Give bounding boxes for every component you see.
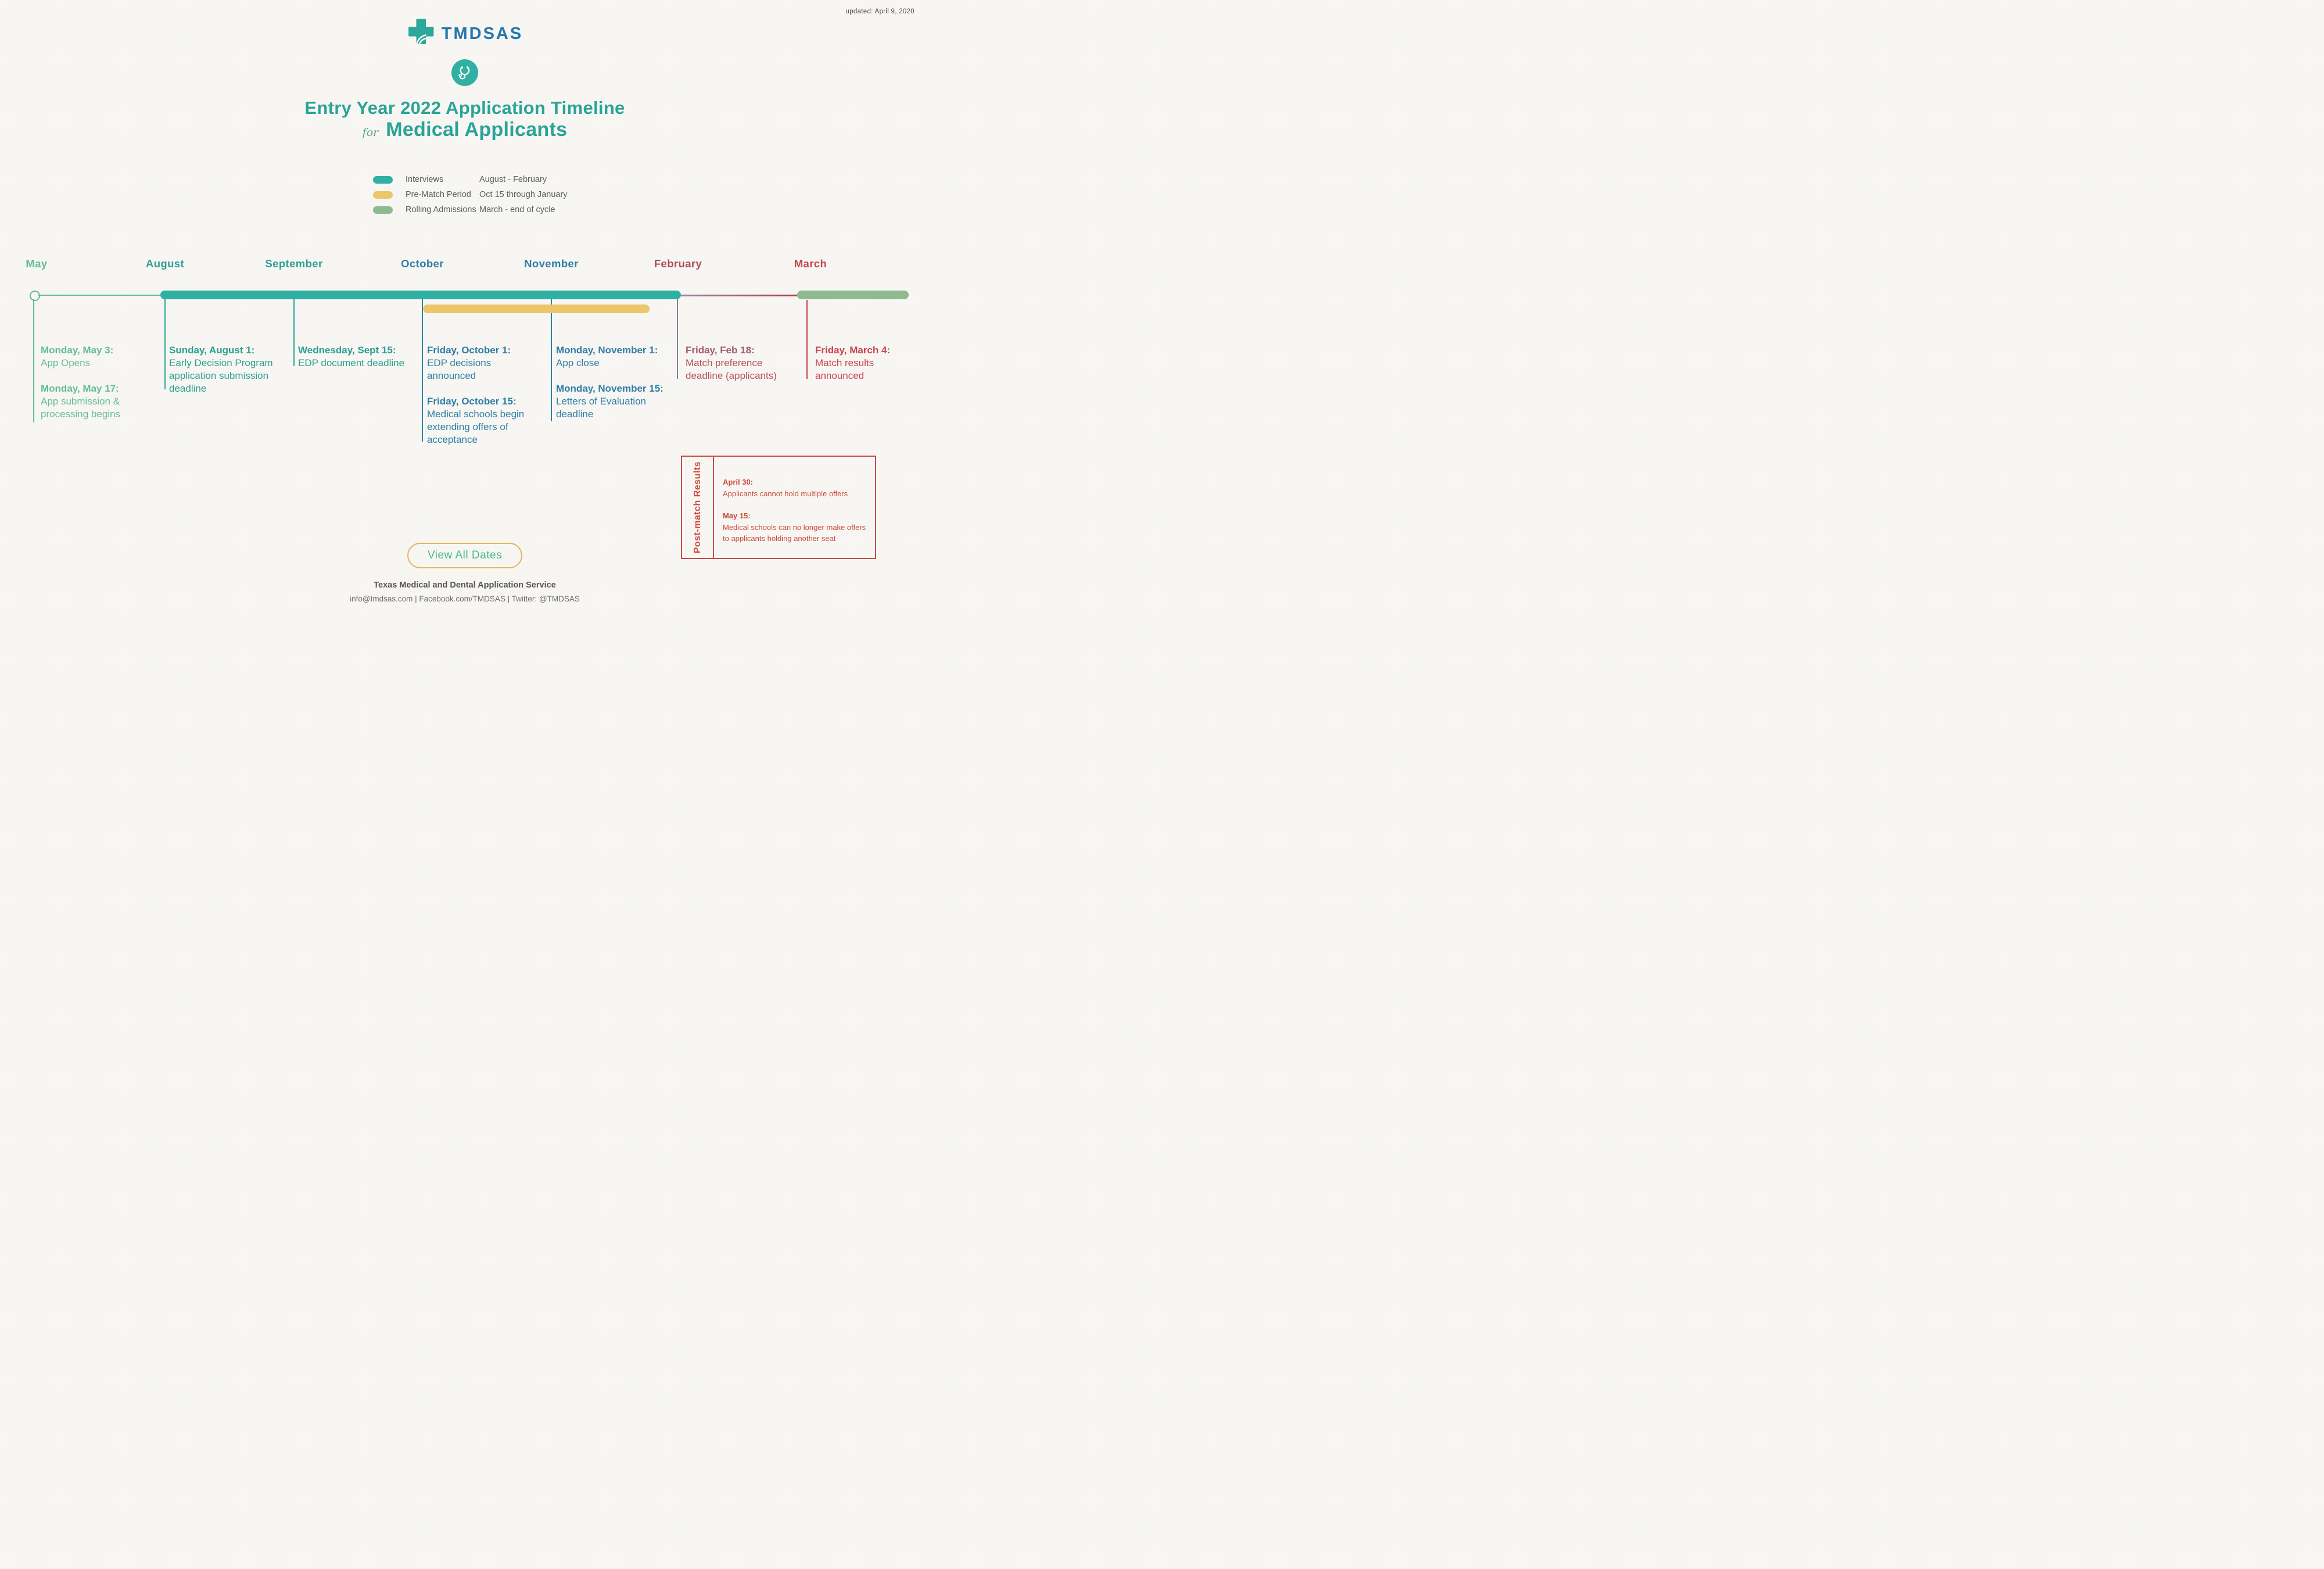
page-title: Entry Year 2022 Application Timeline: [304, 98, 625, 118]
post-match-label: Post-match Results: [692, 461, 702, 554]
event: Friday, October 15: Medical schools begi…: [427, 395, 535, 446]
interviews-swatch: [373, 175, 393, 184]
subtitle-audience: Medical Applicants: [386, 119, 568, 141]
legend-range: March - end of cycle: [479, 205, 555, 214]
event: Friday, October 1: EDP decisions announc…: [427, 344, 535, 382]
legend-label: Interviews: [406, 175, 444, 184]
month-line-september: [293, 299, 295, 366]
event-desc: Match preference deadline (applicants): [686, 357, 777, 381]
footer-org-name: Texas Medical and Dental Application Ser…: [374, 581, 556, 590]
rolling-admissions-bar: [797, 291, 909, 299]
event-date: Friday, October 15:: [427, 396, 517, 407]
legend-row-interviews: Interviews August - February: [373, 172, 568, 187]
event-date: Monday, November 15:: [556, 383, 664, 394]
footer-contact-info: info@tmdsas.com | Facebook.com/TMDSAS | …: [350, 594, 580, 603]
month-label-november: November: [524, 257, 579, 270]
legend-range: August - February: [479, 175, 547, 184]
month-line-november: [551, 299, 552, 421]
event-date: Wednesday, Sept 15:: [298, 345, 396, 356]
event-desc: Letters of Evaluation deadline: [556, 396, 646, 420]
may-to-august-line: [38, 294, 160, 296]
event-desc: EDP document deadline: [298, 357, 405, 368]
event-desc: Early Decision Program application submi…: [169, 357, 273, 394]
event-desc: Medical schools begin extending offers o…: [427, 409, 525, 445]
event: Friday, Feb 18: Match preference deadlin…: [686, 344, 789, 382]
events-august: Sunday, August 1: Early Decision Program…: [169, 344, 278, 395]
event-desc: Medical schools can no longer make offer…: [723, 522, 866, 543]
event: Monday, November 1: App close: [556, 344, 664, 370]
event-date: Sunday, August 1:: [169, 345, 255, 356]
month-line-march: [806, 300, 808, 379]
month-label-february: February: [654, 257, 702, 270]
event-date: Monday, May 3:: [41, 345, 114, 356]
month-label-march: March: [794, 257, 827, 270]
event: Sunday, August 1: Early Decision Program…: [169, 344, 278, 395]
month-line-october: [422, 299, 423, 442]
month-label-may: May: [26, 257, 48, 270]
month-label-september: September: [265, 257, 323, 270]
event-desc: App Opens: [41, 357, 91, 368]
events-march: Friday, March 4: Match results announced: [815, 344, 895, 382]
legend-label: Pre-Match Period: [406, 190, 471, 199]
event-desc: App submission & processing begins: [41, 396, 121, 420]
month-label-october: October: [401, 257, 444, 270]
medical-cross-icon: [407, 18, 436, 50]
updated-date: updated: April 9, 2020: [845, 8, 914, 15]
stethoscope-icon: [451, 59, 478, 86]
page-subtitle: for Medical Applicants: [0, 119, 930, 141]
event-date: Friday, March 4:: [815, 345, 891, 356]
events-september: Wednesday, Sept 15: EDP document deadlin…: [298, 344, 417, 370]
interviews-bar: [160, 291, 681, 299]
month-line-may: [33, 299, 34, 422]
legend-row-rolling: Rolling Admissions March - end of cycle: [373, 202, 568, 217]
month-line-february: [677, 299, 678, 379]
event-date: Monday, November 1:: [556, 345, 658, 356]
event: Monday, May 3: App Opens: [41, 344, 139, 370]
legend-label: Rolling Admissions: [406, 205, 476, 214]
event-desc: EDP decisions announced: [427, 357, 492, 381]
month-label-august: August: [145, 257, 185, 270]
legend-range: Oct 15 through January: [479, 190, 568, 199]
month-line-august: [164, 299, 166, 389]
event: Monday, November 15: Letters of Evaluati…: [556, 382, 664, 421]
event-desc: Applicants cannot hold multiple offers: [723, 489, 848, 498]
post-match-label-strip: Post-match Results: [682, 457, 714, 558]
events-february: Friday, Feb 18: Match preference deadlin…: [686, 344, 789, 382]
legend-row-pre-match: Pre-Match Period Oct 15 through January: [373, 187, 568, 202]
logo-text: TMDSAS: [441, 24, 523, 43]
event-date: May 15:: [723, 511, 751, 520]
event: Monday, May 17: App submission & process…: [41, 382, 139, 421]
event-desc: Match results announced: [815, 357, 874, 381]
events-november: Monday, November 1: App close Monday, No…: [556, 344, 664, 421]
event-date: Friday, Feb 18:: [686, 345, 755, 356]
pre-match-bar: [423, 305, 650, 313]
events-may: Monday, May 3: App Opens Monday, May 17:…: [41, 344, 139, 421]
post-match-content: April 30: Applicants cannot hold multipl…: [723, 477, 869, 545]
timeline-start-circle: [30, 291, 40, 301]
event-date: Monday, May 17:: [41, 383, 119, 394]
event: April 30: Applicants cannot hold multipl…: [723, 477, 869, 499]
view-all-dates-button[interactable]: View All Dates: [407, 543, 522, 568]
event: Friday, March 4: Match results announced: [815, 344, 895, 382]
post-match-results-box: Post-match Results April 30: Applicants …: [681, 456, 876, 559]
events-october: Friday, October 1: EDP decisions announc…: [427, 344, 535, 446]
event-date: April 30:: [723, 478, 754, 486]
pre-match-swatch: [373, 191, 393, 199]
event-date: Friday, October 1:: [427, 345, 511, 356]
legend: Interviews August - February Pre-Match P…: [373, 172, 568, 217]
event: May 15: Medical schools can no longer ma…: [723, 510, 869, 545]
subtitle-for: for: [362, 126, 379, 139]
february-to-march-line: [681, 295, 798, 296]
event: Wednesday, Sept 15: EDP document deadlin…: [298, 344, 417, 370]
tmdsas-logo: TMDSAS: [407, 18, 523, 50]
rolling-swatch: [373, 206, 393, 214]
event-desc: App close: [556, 357, 600, 368]
